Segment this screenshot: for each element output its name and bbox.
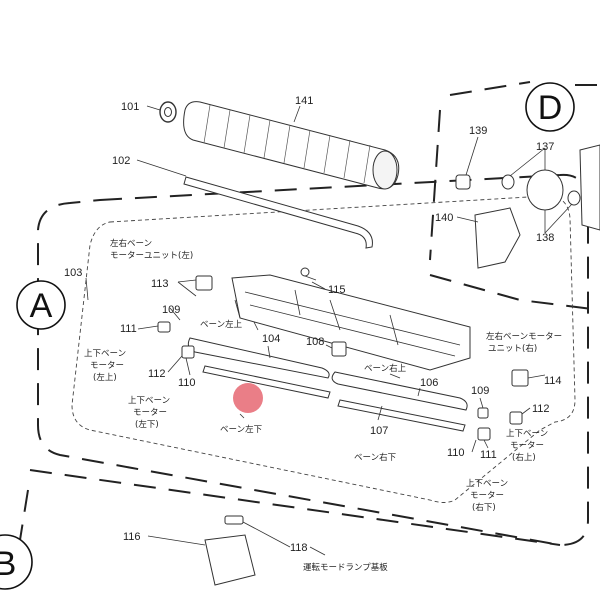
label-114: 114 bbox=[544, 375, 562, 387]
label-112-right: 112 bbox=[532, 403, 550, 415]
vane-upper-left bbox=[187, 337, 330, 379]
jp-vane-upper-left: ベーン左上 bbox=[200, 319, 243, 330]
jp-run-mode-lamp-board: 運転モードランプ基板 bbox=[303, 562, 388, 573]
screw-115 bbox=[300, 267, 317, 281]
jp-updown-motor-leftup-2: モーター bbox=[90, 361, 124, 371]
label-112-left: 112 bbox=[148, 368, 166, 380]
label-113: 113 bbox=[151, 278, 169, 290]
fan-bearing bbox=[159, 101, 177, 123]
vane-lower-right bbox=[337, 399, 466, 432]
motor-114 bbox=[511, 369, 529, 387]
jp-updown-motor-rightdown-1: 上下ベーン bbox=[466, 479, 508, 489]
jp-lr-vane-unit-right-1: 左右ベーンモーター bbox=[486, 331, 562, 342]
label-138: 138 bbox=[536, 232, 554, 244]
jp-updown-motor-leftup-1: 上下ベーン bbox=[84, 349, 126, 359]
part-116-holder bbox=[204, 534, 256, 586]
label-106: 106 bbox=[420, 377, 438, 389]
jp-updown-motor-leftdown-2: モーター bbox=[133, 408, 167, 418]
part-d-right-frame bbox=[579, 144, 600, 231]
svg-text:A: A bbox=[30, 287, 53, 325]
jp-lr-vane-unit-left-1: 左右ベーン bbox=[110, 238, 152, 249]
label-118: 118 bbox=[290, 542, 308, 554]
drain-pipe bbox=[183, 176, 373, 249]
highlight-marker bbox=[233, 383, 263, 413]
jp-updown-motor-rightup-2: モーター bbox=[510, 441, 544, 451]
jp-vane-upper-right: ベーン右上 bbox=[364, 363, 407, 374]
label-109-left: 109 bbox=[162, 304, 180, 316]
part-140-bracket bbox=[474, 207, 521, 269]
main-housing bbox=[231, 274, 471, 371]
label-141: 141 bbox=[295, 95, 313, 107]
label-102: 102 bbox=[112, 155, 130, 167]
section-a-inner-outline bbox=[71, 195, 576, 503]
jp-updown-motor-rightdown-2: モーター bbox=[470, 491, 504, 501]
section-b-outline bbox=[19, 469, 561, 546]
section-d-outline bbox=[429, 81, 600, 311]
label-104: 104 bbox=[262, 333, 280, 345]
label-101: 101 bbox=[121, 101, 139, 113]
part-139 bbox=[455, 174, 471, 190]
section-a-marker: A bbox=[16, 280, 66, 330]
label-111-left: 111 bbox=[120, 323, 137, 335]
leader-lines bbox=[85, 105, 573, 556]
label-110-right: 110 bbox=[447, 447, 465, 459]
svg-text:B: B bbox=[0, 545, 16, 583]
jp-updown-motor-leftdown-1: 上下ベーン bbox=[128, 396, 170, 406]
cross-flow-fan bbox=[183, 101, 400, 190]
label-103: 103 bbox=[64, 267, 82, 279]
label-110-left: 110 bbox=[178, 377, 196, 389]
part-118-board bbox=[224, 515, 244, 525]
jp-updown-motor-rightdown-3: (右下) bbox=[472, 502, 496, 513]
vane-lower-left bbox=[202, 365, 331, 399]
jp-vane-lower-left: ベーン左下 bbox=[220, 424, 263, 435]
section-b-marker: B bbox=[0, 534, 33, 590]
jp-updown-motor-rightup-3: (右上) bbox=[512, 452, 536, 463]
motor-113 bbox=[195, 275, 213, 291]
motor-111-right bbox=[477, 427, 491, 441]
motor-109-right bbox=[477, 407, 489, 419]
section-d-marker: D bbox=[525, 82, 575, 132]
jp-updown-motor-leftup-3: (左上) bbox=[93, 372, 117, 383]
svg-text:D: D bbox=[538, 89, 563, 127]
jp-updown-motor-leftdown-3: (左下) bbox=[135, 419, 159, 430]
label-139: 139 bbox=[469, 125, 487, 137]
motor-109-left bbox=[157, 321, 171, 333]
vane-upper-right bbox=[331, 371, 468, 411]
motor-112-left bbox=[181, 345, 195, 359]
jp-updown-motor-rightup-1: 上下ベーン bbox=[506, 429, 548, 439]
label-107: 107 bbox=[370, 425, 388, 437]
part-137-motor bbox=[501, 169, 581, 211]
motor-108 bbox=[331, 341, 347, 357]
label-108: 108 bbox=[306, 336, 324, 348]
section-a-outline bbox=[37, 173, 589, 547]
label-140: 140 bbox=[435, 212, 453, 224]
motor-112-right bbox=[509, 411, 523, 425]
label-116: 116 bbox=[123, 531, 141, 543]
label-109-right: 109 bbox=[471, 385, 489, 397]
label-137: 137 bbox=[536, 141, 554, 153]
jp-lr-vane-unit-left-2: モーターユニット(左) bbox=[110, 250, 193, 261]
label-115: 115 bbox=[328, 284, 346, 296]
label-111-right: 111 bbox=[480, 449, 497, 461]
jp-lr-vane-unit-right-2: ユニット(右) bbox=[488, 343, 537, 354]
jp-vane-lower-right: ベーン右下 bbox=[354, 452, 397, 463]
